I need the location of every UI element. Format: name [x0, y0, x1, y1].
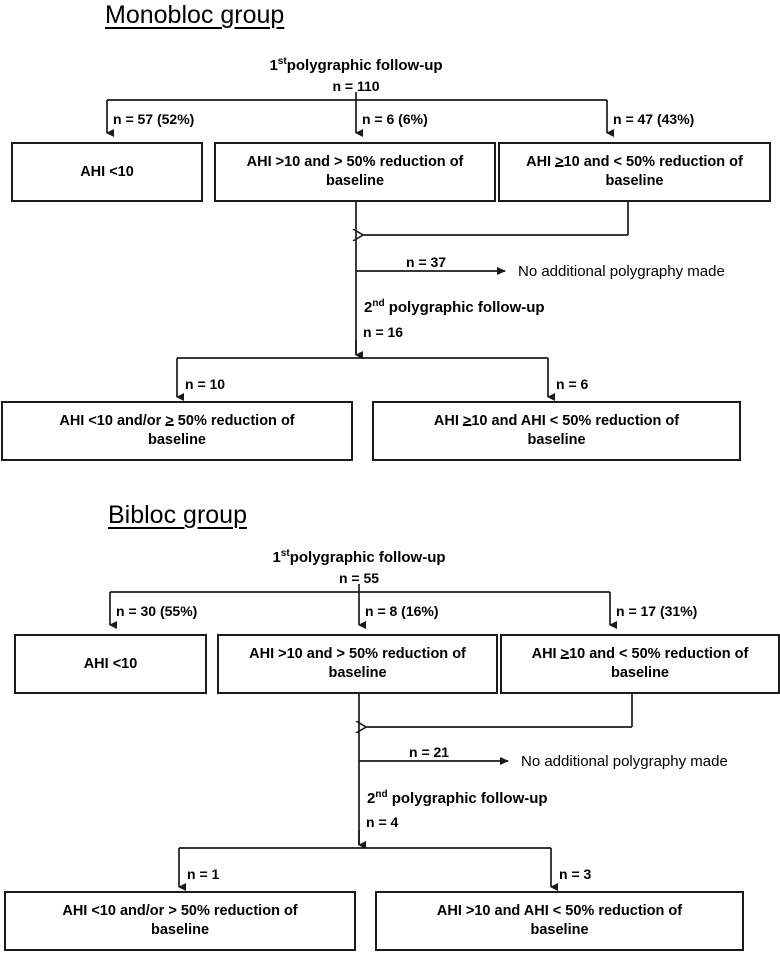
- bibloc-dropout-text: No additional polygraphy made: [521, 753, 728, 770]
- monobloc-final-2-line2: baseline: [527, 432, 586, 448]
- monobloc-final-2-pre: AHI: [433, 413, 463, 430]
- monobloc-dropout-text: No additional polygraphy made: [518, 263, 725, 280]
- bibloc-final-box-1: AHI <10 and/or > 50% reduction of baseli…: [4, 891, 356, 951]
- second-followup-rest: polygraphic follow-up: [384, 299, 545, 316]
- monobloc-outcome-2-text: AHI >10 and > 50% reduction of baseline: [247, 153, 464, 191]
- first-followup-superscript: st: [277, 56, 287, 67]
- monobloc-outcome-2-line1: AHI >10 and > 50% reduction of: [246, 154, 464, 171]
- bibloc-outcome-3-line2: baseline: [610, 665, 669, 681]
- second-followup-prefix: 2: [364, 299, 373, 316]
- bibloc-branch-label-2: n = 8 (16%): [365, 603, 439, 619]
- bibloc-final-1-line2: baseline: [150, 922, 210, 938]
- bibloc-group-title: Bibloc group: [108, 501, 247, 529]
- bibloc-final-2-line1: AHI >10 and AHI < 50% reduction of: [436, 903, 683, 920]
- bibloc-outcome-1-text: AHI <10: [83, 655, 138, 672]
- monobloc-branch-label-1: n = 57 (52%): [113, 111, 195, 127]
- monobloc-final-2-post: 10 and AHI < 50% reduction of: [471, 413, 680, 430]
- monobloc-final-1-line2: baseline: [147, 432, 206, 448]
- monobloc-outcome-box-1: AHI <10: [11, 142, 203, 202]
- monobloc-outcome-1-text: AHI <10: [80, 163, 134, 180]
- monobloc-final-box-1: AHI <10 and/or > 50% reduction of baseli…: [1, 401, 353, 461]
- monobloc-first-followup-label: 1stpolygraphic follow-up: [216, 57, 496, 76]
- bibloc-final-1-text: AHI <10 and/or > 50% reduction of baseli…: [62, 902, 297, 940]
- bibloc-dropout-n: n = 21: [409, 744, 450, 760]
- second-followup-superscript: nd: [375, 789, 388, 800]
- bibloc-branch-label-3: n = 17 (31%): [616, 603, 698, 619]
- first-followup-prefix: 1: [269, 57, 278, 74]
- monobloc-outcome-box-2: AHI >10 and > 50% reduction of baseline: [214, 142, 496, 202]
- monobloc-outcome-3-pre: AHI: [526, 154, 556, 171]
- monobloc-final-1-text: AHI <10 and/or > 50% reduction of baseli…: [59, 412, 294, 450]
- greater-or-equal-symbol: >: [165, 413, 174, 430]
- bibloc-outcome-box-2: AHI >10 and > 50% reduction of baseline: [217, 634, 498, 694]
- monobloc-first-followup-n: n = 110: [332, 78, 380, 94]
- monobloc-dropout-n: n = 37: [406, 254, 447, 270]
- monobloc-group-title: Monobloc group: [105, 1, 285, 29]
- first-followup-superscript: st: [280, 548, 290, 559]
- second-followup-prefix: 2: [367, 790, 376, 807]
- bibloc-split-2: [178, 847, 558, 891]
- monobloc-outcome-3-line2: baseline: [605, 173, 664, 189]
- monobloc-final-box-2: AHI >10 and AHI < 50% reduction of basel…: [372, 401, 741, 461]
- greater-or-equal-symbol: >: [462, 413, 472, 430]
- bibloc-second-followup-n: n = 4: [366, 814, 399, 830]
- first-followup-prefix: 1: [272, 549, 281, 566]
- bibloc-first-followup-n: n = 55: [338, 570, 380, 586]
- bibloc-second-branch-label-1: n = 1: [187, 866, 220, 882]
- bibloc-outcome-2-line1: AHI >10 and > 50% reduction of: [249, 646, 466, 663]
- bibloc-final-1-line1: AHI <10 and/or > 50% reduction of: [62, 903, 298, 920]
- bibloc-branch-label-1: n = 30 (55%): [116, 603, 198, 619]
- monobloc-outcome-box-3: AHI >10 and < 50% reduction of baseline: [498, 142, 771, 202]
- bibloc-outcome-2-text: AHI >10 and > 50% reduction of baseline: [249, 645, 466, 683]
- second-followup-rest: polygraphic follow-up: [387, 790, 548, 807]
- monobloc-second-followup-label: 2nd polygraphic follow-up: [364, 298, 545, 316]
- bibloc-outcome-2-line2: baseline: [328, 665, 387, 681]
- bibloc-outcome-box-3: AHI >10 and < 50% reduction of baseline: [500, 634, 780, 694]
- first-followup-rest: polygraphic follow-up: [289, 549, 446, 566]
- bibloc-outcome-box-1: AHI <10: [14, 634, 207, 694]
- second-followup-superscript: nd: [372, 298, 385, 309]
- monobloc-final-1-pre: AHI <10 and/or: [59, 413, 166, 430]
- monobloc-outcome-3-text: AHI >10 and < 50% reduction of baseline: [526, 153, 743, 191]
- bibloc-outcome-3-post: 10 and < 50% reduction of: [569, 646, 749, 663]
- monobloc-final-2-text: AHI >10 and AHI < 50% reduction of basel…: [434, 412, 679, 450]
- bibloc-final-2-text: AHI >10 and AHI < 50% reduction of basel…: [437, 902, 682, 940]
- bibloc-second-followup-label: 2nd polygraphic follow-up: [367, 789, 548, 807]
- bibloc-first-followup-label: 1stpolygraphic follow-up: [219, 549, 499, 568]
- bibloc-outcome-3-text: AHI >10 and < 50% reduction of baseline: [532, 645, 749, 683]
- bibloc-second-branch-label-2: n = 3: [559, 866, 592, 882]
- monobloc-final-1-post: 50% reduction of: [173, 413, 295, 430]
- monobloc-second-branch-label-2: n = 6: [556, 376, 589, 392]
- monobloc-split-2: [176, 357, 555, 401]
- monobloc-second-branch-label-1: n = 10: [185, 376, 226, 392]
- monobloc-branch-label-3: n = 47 (43%): [613, 111, 695, 127]
- monobloc-second-followup-n: n = 16: [363, 324, 404, 340]
- greater-or-equal-symbol: >: [560, 646, 570, 663]
- first-followup-rest: polygraphic follow-up: [286, 57, 443, 74]
- monobloc-outcome-3-post: 10 and < 50% reduction of: [563, 154, 743, 171]
- monobloc-outcome-2-line2: baseline: [325, 173, 385, 189]
- bibloc-final-box-2: AHI >10 and AHI < 50% reduction of basel…: [375, 891, 744, 951]
- bibloc-final-2-line2: baseline: [530, 922, 589, 938]
- bibloc-outcome-3-pre: AHI: [531, 646, 561, 663]
- greater-or-equal-symbol: >: [555, 154, 564, 171]
- monobloc-branch-label-2: n = 6 (6%): [362, 111, 428, 127]
